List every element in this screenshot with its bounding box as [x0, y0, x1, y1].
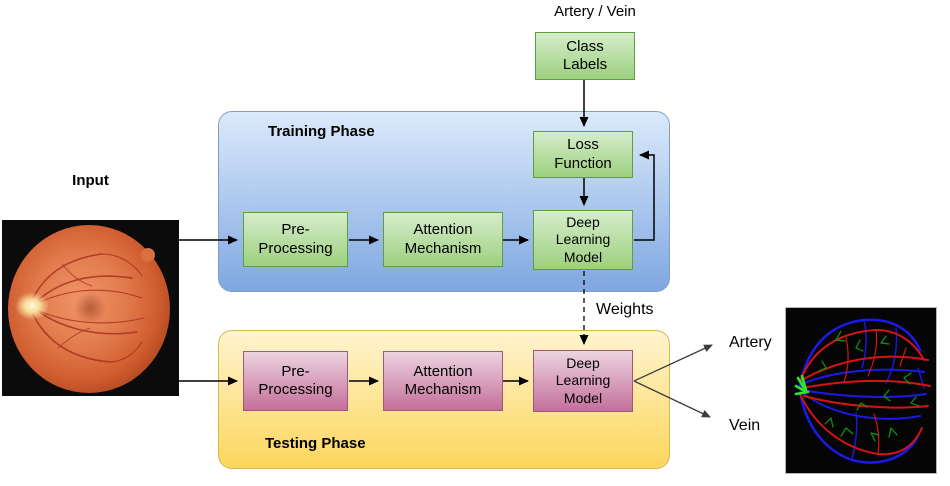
class-labels-box: Class Labels [535, 32, 635, 80]
testing-attention-box: Attention Mechanism [383, 351, 503, 411]
testing-preprocessing-box: Pre- Processing [243, 351, 348, 411]
artery-vein-top-label: Artery / Vein [554, 3, 636, 20]
fundus-photo-graphic [2, 220, 179, 396]
input-fundus-image [2, 220, 179, 396]
vessel-map-graphic [786, 308, 936, 473]
testing-deep-learning-model-box: Deep Learning Model [533, 350, 633, 412]
training-deep-learning-model-box: Deep Learning Model [533, 210, 633, 270]
artery-output-label: Artery [729, 334, 772, 351]
loss-function-box: Loss Function [533, 131, 633, 178]
optic-disc-highlight [794, 374, 810, 396]
training-attention-box: Attention Mechanism [383, 212, 503, 267]
capillary-vessels [818, 330, 920, 442]
input-label: Input [72, 172, 109, 189]
vein-output-label: Vein [729, 417, 761, 434]
artery-vessels [799, 328, 931, 456]
training-preprocessing-box: Pre- Processing [243, 212, 348, 267]
output-segmentation-image [785, 307, 937, 474]
testing-phase-label: Testing Phase [265, 435, 366, 452]
training-phase-label: Training Phase [268, 123, 375, 140]
weights-label: Weights [596, 301, 654, 318]
